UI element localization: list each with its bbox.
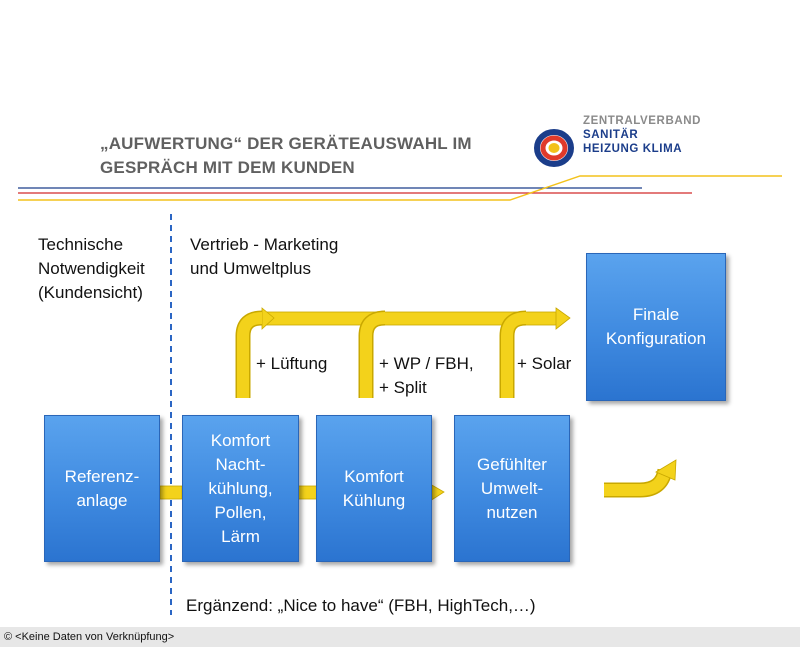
label-line: Vertrieb - Marketing	[190, 235, 339, 254]
title-line-1: „AUFWERTUNG“ DER GERÄTEAUSWAHL IM	[100, 134, 472, 153]
logo-line-1: ZENTRALVERBAND	[583, 115, 702, 127]
label-line: (Kundensicht)	[38, 283, 143, 302]
title-line-2: GESPRÄCH MIT DEM KUNDEN	[100, 158, 355, 177]
footer-bar: © <Keine Daten von Verknüpfung>	[0, 627, 800, 647]
box-text: Konfiguration	[605, 329, 707, 348]
box-text: Gefühlter	[477, 454, 547, 474]
ring-logo-icon	[534, 129, 574, 167]
label-line: und Umweltplus	[190, 259, 311, 278]
box-text: Finale	[632, 305, 680, 324]
box-text: Nacht-	[215, 454, 266, 474]
box-komfort-nachtkuehlung: Komfort Nacht- kühlung, Pollen, Lärm	[182, 415, 299, 562]
label-wp-fbh: + WP / FBH, + Split	[379, 352, 474, 400]
curved-arrow-finale	[604, 459, 677, 498]
box-text: nutzen	[486, 502, 538, 522]
bottom-note: Ergänzend: „Nice to have“ (FBH, HighTech…	[186, 596, 536, 615]
logo-line-3: HEIZUNG KLIMA	[583, 143, 683, 155]
box-text: Pollen,	[214, 502, 267, 522]
label-solar: + Solar	[517, 354, 572, 373]
label-line: Technische	[38, 235, 124, 254]
box-text: Komfort	[210, 430, 271, 450]
box-text: kühlung,	[208, 478, 273, 498]
box-text: Umwelt-	[480, 478, 544, 498]
box-text: Referenz-	[64, 466, 140, 486]
box-text: anlage	[76, 490, 128, 510]
box-referenzanlage: Referenz- anlage	[44, 415, 160, 562]
box-text: Komfort	[344, 466, 404, 486]
footer-text: © <Keine Daten von Verknüpfung>	[4, 631, 175, 643]
box-text: Lärm	[221, 526, 260, 546]
box-gefuehlter-umweltnutzen: Gefühlter Umwelt- nutzen	[454, 415, 570, 562]
label-line: Notwendigkeit	[38, 259, 145, 278]
label-line: + Split	[379, 378, 427, 397]
label-lueftung: + Lüftung	[256, 354, 328, 373]
logo-line-2: SANITÄR	[583, 129, 639, 141]
label-sales-marketing: Vertrieb - Marketing und Umweltplus	[190, 233, 338, 281]
page-title: „AUFWERTUNG“ DER GERÄTEAUSWAHL IM GESPRÄ…	[100, 132, 472, 180]
header-line-yellow	[18, 175, 782, 201]
box-text: Kühlung	[342, 490, 406, 510]
label-line: + WP / FBH,	[379, 354, 474, 373]
box-finale-konfiguration: Finale Konfiguration	[586, 253, 726, 401]
box-komfort-kuehlung: Komfort Kühlung	[316, 415, 432, 562]
logo-text: ZENTRALVERBAND SANITÄR HEIZUNG KLIMA	[583, 114, 701, 156]
label-technical-necessity: Technische Notwendigkeit (Kundensicht)	[38, 233, 145, 305]
